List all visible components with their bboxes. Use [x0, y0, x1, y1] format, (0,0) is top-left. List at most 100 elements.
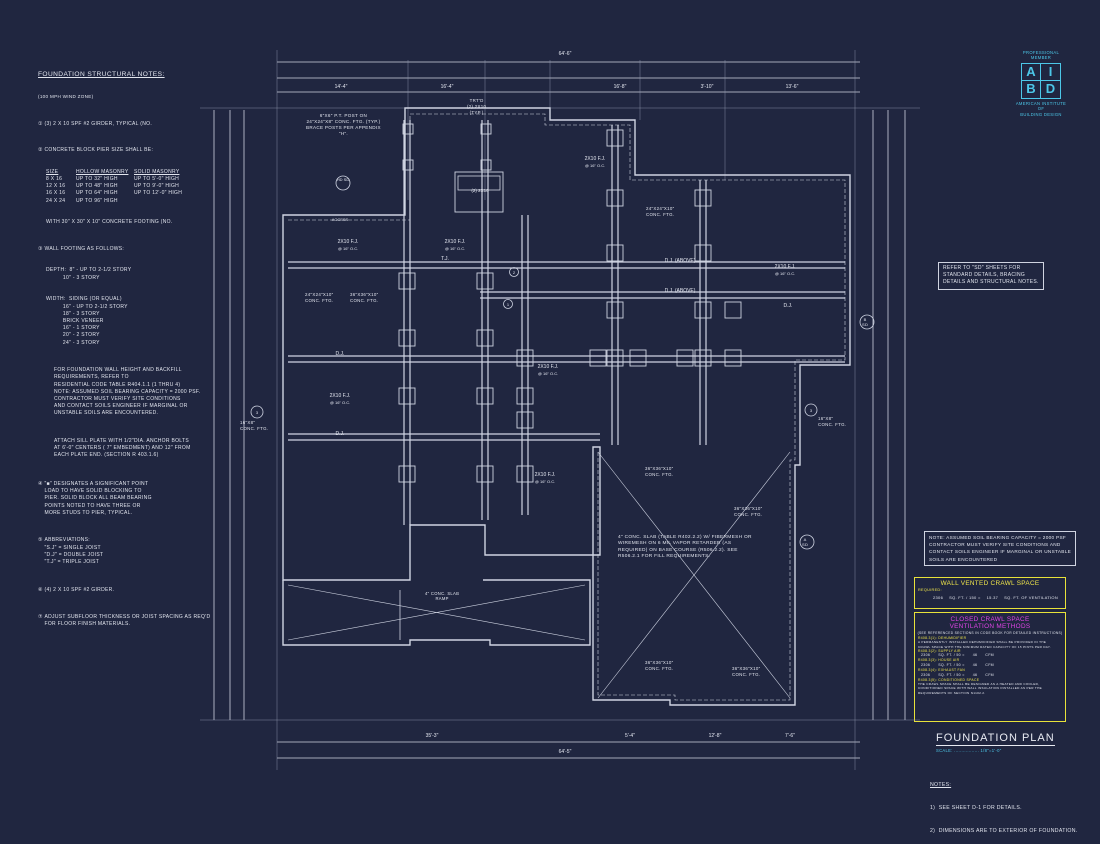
footing-note: 36"x36"x10" CONC. FTG. — [732, 666, 761, 677]
method-2-div: SQ. FT. / 50 = — [938, 653, 965, 658]
plan-title-block: FOUNDATION PLAN SCALE: .................… — [936, 732, 1055, 754]
method-4-val: 46 — [972, 672, 978, 677]
foundation-plan-drawing: 64'-6" 64'-5" 14'-4" 16'-4" 16'-8" 3'-10… — [200, 50, 920, 770]
method-2-val: 46 — [972, 653, 978, 658]
joist-spacing: @ 16" O.C. — [445, 246, 465, 251]
footing-note: 24"x24"x10" CONC. FTG. — [305, 292, 334, 303]
bottom-dim: 35'-3" — [426, 733, 439, 739]
joist-spacing: @ 16" O.C. — [535, 479, 555, 484]
tag-number: 3 — [256, 410, 259, 415]
wall-vented-unit1: SQ. FT. / 150 = — [949, 595, 981, 601]
bottom-dim: 7'-6" — [785, 733, 795, 739]
footing-note: 36"x36"x10" CONC. FTG. — [734, 506, 763, 517]
method-2-unit: CFM — [985, 653, 994, 658]
joist-label: 2x10 F.J. — [585, 156, 606, 162]
note-6-text: (4) 2 x 10 SPF #2 GIRDER. — [44, 586, 115, 593]
logo-letter: A — [1022, 63, 1041, 82]
plan-scale: SCALE: ................. 1/8"=1'-0" — [936, 748, 1002, 753]
pier-table-cell: UP TO 9'-0" HIGH — [134, 183, 180, 190]
pier-table-cell: UP TO 32" HIGH — [76, 176, 118, 183]
tag-number: 1 — [507, 302, 510, 307]
method-1-head: R408.3(1): DEHUMIDIFIER — [918, 635, 967, 640]
foundation-wall-outer — [282, 107, 851, 706]
note-2-tail: WITH 30" x 30" x 10" CONCRETE FOOTING (N… — [46, 219, 173, 226]
top-dim: 16'-4" — [441, 84, 454, 90]
note-2-head: CONCRETE BLOCK PIER SIZE SHALL BE: — [44, 147, 154, 154]
top-dim: 14'-4" — [335, 84, 348, 90]
notes-subtitle: (100 MPH WIND ZONE) — [38, 94, 94, 100]
overall-dim-bottom-label: 64'-5" — [559, 749, 572, 755]
bottom-note-2: 2) DIMENSIONS ARE TO EXTERIOR OF FOUNDAT… — [930, 828, 1078, 835]
wall-vented-box: WALL VENTED CRAWL SPACE REQUIRED: 2306 S… — [914, 577, 1066, 609]
joist-spacing: @ 16" O.C. — [585, 163, 605, 168]
closed-title-1: CLOSED CRAWL SPACE — [950, 616, 1030, 623]
method-4-div: SQ. FT. / 50 = — [938, 672, 965, 677]
tag-a: A SD — [802, 537, 809, 548]
pier-table-cell: 16 x 16 — [46, 190, 66, 197]
dj-label: D.J. — [336, 431, 345, 437]
dj-above-label: D.J. (ABOVE) — [665, 288, 696, 294]
method-4-area: 2306 — [921, 672, 931, 677]
pier-table-cell: 12 x 16 — [46, 183, 66, 190]
wall-vented-title: WALL VENTED CRAWL SPACE — [940, 580, 1040, 587]
wall-vented-unit2: SQ. FT. OF VENTILATION — [1004, 595, 1059, 601]
note-5: ⑤ ABBREVIATIONS: "S.J" = SINGLE JOIST "D… — [38, 537, 104, 565]
method-3-head: R408.3(3): HOUSE AIR — [918, 658, 960, 663]
ramp-note: 4" CONC. SLAB RAMP — [425, 591, 460, 602]
method-2-area: 2306 — [921, 653, 931, 658]
logo-letter: I — [1041, 64, 1060, 82]
pier-table-header-size: SIZE — [46, 168, 59, 175]
joist-label: 2x10 F.J. — [535, 472, 556, 478]
method-3-unit: CFM — [985, 663, 994, 667]
footing-note: 36"x36"x10" CONC. FTG. — [645, 660, 674, 671]
refer-note: REFER TO "SD" SHEETS FOR STANDARD DETAIL… — [938, 262, 1044, 290]
note-4: ④ "■" DESIGNATES A SIGNIFICANT POINT LOA… — [38, 480, 152, 516]
wall-vented-result: 15.37 — [986, 595, 999, 601]
method-3-div: SQ. FT. / 50 = — [938, 663, 965, 667]
pier-table-header-solid: SOLID MASONRY — [134, 168, 180, 175]
bottom-dim: 5'-4" — [625, 733, 635, 739]
closed-crawl-box: CLOSED CRAWL SPACE VENTILATION METHODS (… — [914, 612, 1066, 722]
pier-table-cell: 8 x 16 — [46, 176, 63, 183]
tag-b: B SD — [862, 317, 869, 328]
dj-above-label: D.J. (ABOVE) — [665, 258, 696, 264]
pier-table: SIZE HOLLOW MASONRY SOLID MASONRY 8 x 16… — [46, 169, 210, 205]
dj-label: D.J. — [784, 303, 793, 309]
note-3-para1: FOR FOUNDATION WALL HEIGHT AND BACKFILL … — [54, 367, 201, 417]
method-4-head: R408.3(4): EXHAUST FAN — [918, 668, 966, 672]
joist-label: 2x10 F.J. — [330, 393, 351, 399]
logo-top-text: PROFESSIONAL MEMBER — [1022, 50, 1060, 61]
logo-letter: D — [1045, 81, 1056, 97]
pier-table-cell: UP TO 5'-0" HIGH — [134, 176, 180, 183]
logo-mark: A I B D — [1021, 62, 1061, 99]
notes-title: FOUNDATION STRUCTURAL NOTES: — [38, 71, 165, 79]
method-5-text: THE CRAWL SPACE SHALL BE DESIGNED AS A H… — [918, 682, 1042, 695]
aibd-logo: PROFESSIONAL MEMBER A I B D AMERICAN INS… — [1010, 50, 1072, 117]
top-dim: 13'-6" — [786, 84, 799, 90]
joist-label: 2x10 F.J. — [445, 239, 466, 245]
tag-hd: HD SD — [337, 177, 350, 182]
overall-dim-top-label: 64'-6" — [559, 51, 572, 57]
post-note: 6"x6" P.T. POST ON 24"x24"x8" CONC. FTG.… — [306, 113, 381, 136]
bottom-notes-head: NOTES: — [930, 781, 952, 788]
note-1-text: (3) 2 x 10 SPF #2 GIRDER, TYPICAL (NO. — [44, 120, 153, 127]
method-1-text: A PERMANENTLY INSTALLED DEHUMIDIFIER SHA… — [918, 640, 1052, 649]
note-3-head: WALL FOOTING AS FOLLOWS: — [44, 245, 125, 252]
note-3-width: WIDTH: SIDING (OR EQUAL) 16" - UP TO 2-1… — [46, 296, 128, 346]
note-7-text: ADJUST SUBFLOOR THICKNESS OR JOIST SPACI… — [44, 614, 211, 628]
tag-number: 3 — [810, 408, 813, 413]
footing-note: 16"x8" CONC. FTG. — [818, 416, 847, 427]
joist-spacing: @ 16" O.C. — [338, 246, 358, 251]
note-3-para2: ATTACH SILL PLATE WITH 1/2"dia. ANCHOR B… — [54, 437, 191, 459]
typ-girder-note: TRT'D (2) 2x10 (TYP.) — [467, 98, 487, 115]
tag-number: 2 — [513, 270, 516, 275]
joist-spacing: @ 16" O.C. — [330, 400, 350, 405]
joist-spacing: @ 16" O.C. — [775, 271, 795, 276]
note-2: ② CONCRETE BLOCK PIER SIZE SHALL BE: — [38, 147, 154, 154]
joist-label: 2x10 F.J. — [775, 264, 796, 270]
method-3-area: 2306 — [921, 663, 931, 667]
note-3-depth: DEPTH: 8" - UP TO 2-1/2 STORY 10" - 3 ST… — [46, 267, 132, 281]
pier-table-cell: UP TO 64" HIGH — [76, 190, 118, 197]
method-5-head: R408.3(5): CONDITIONED SPACE — [918, 677, 980, 682]
